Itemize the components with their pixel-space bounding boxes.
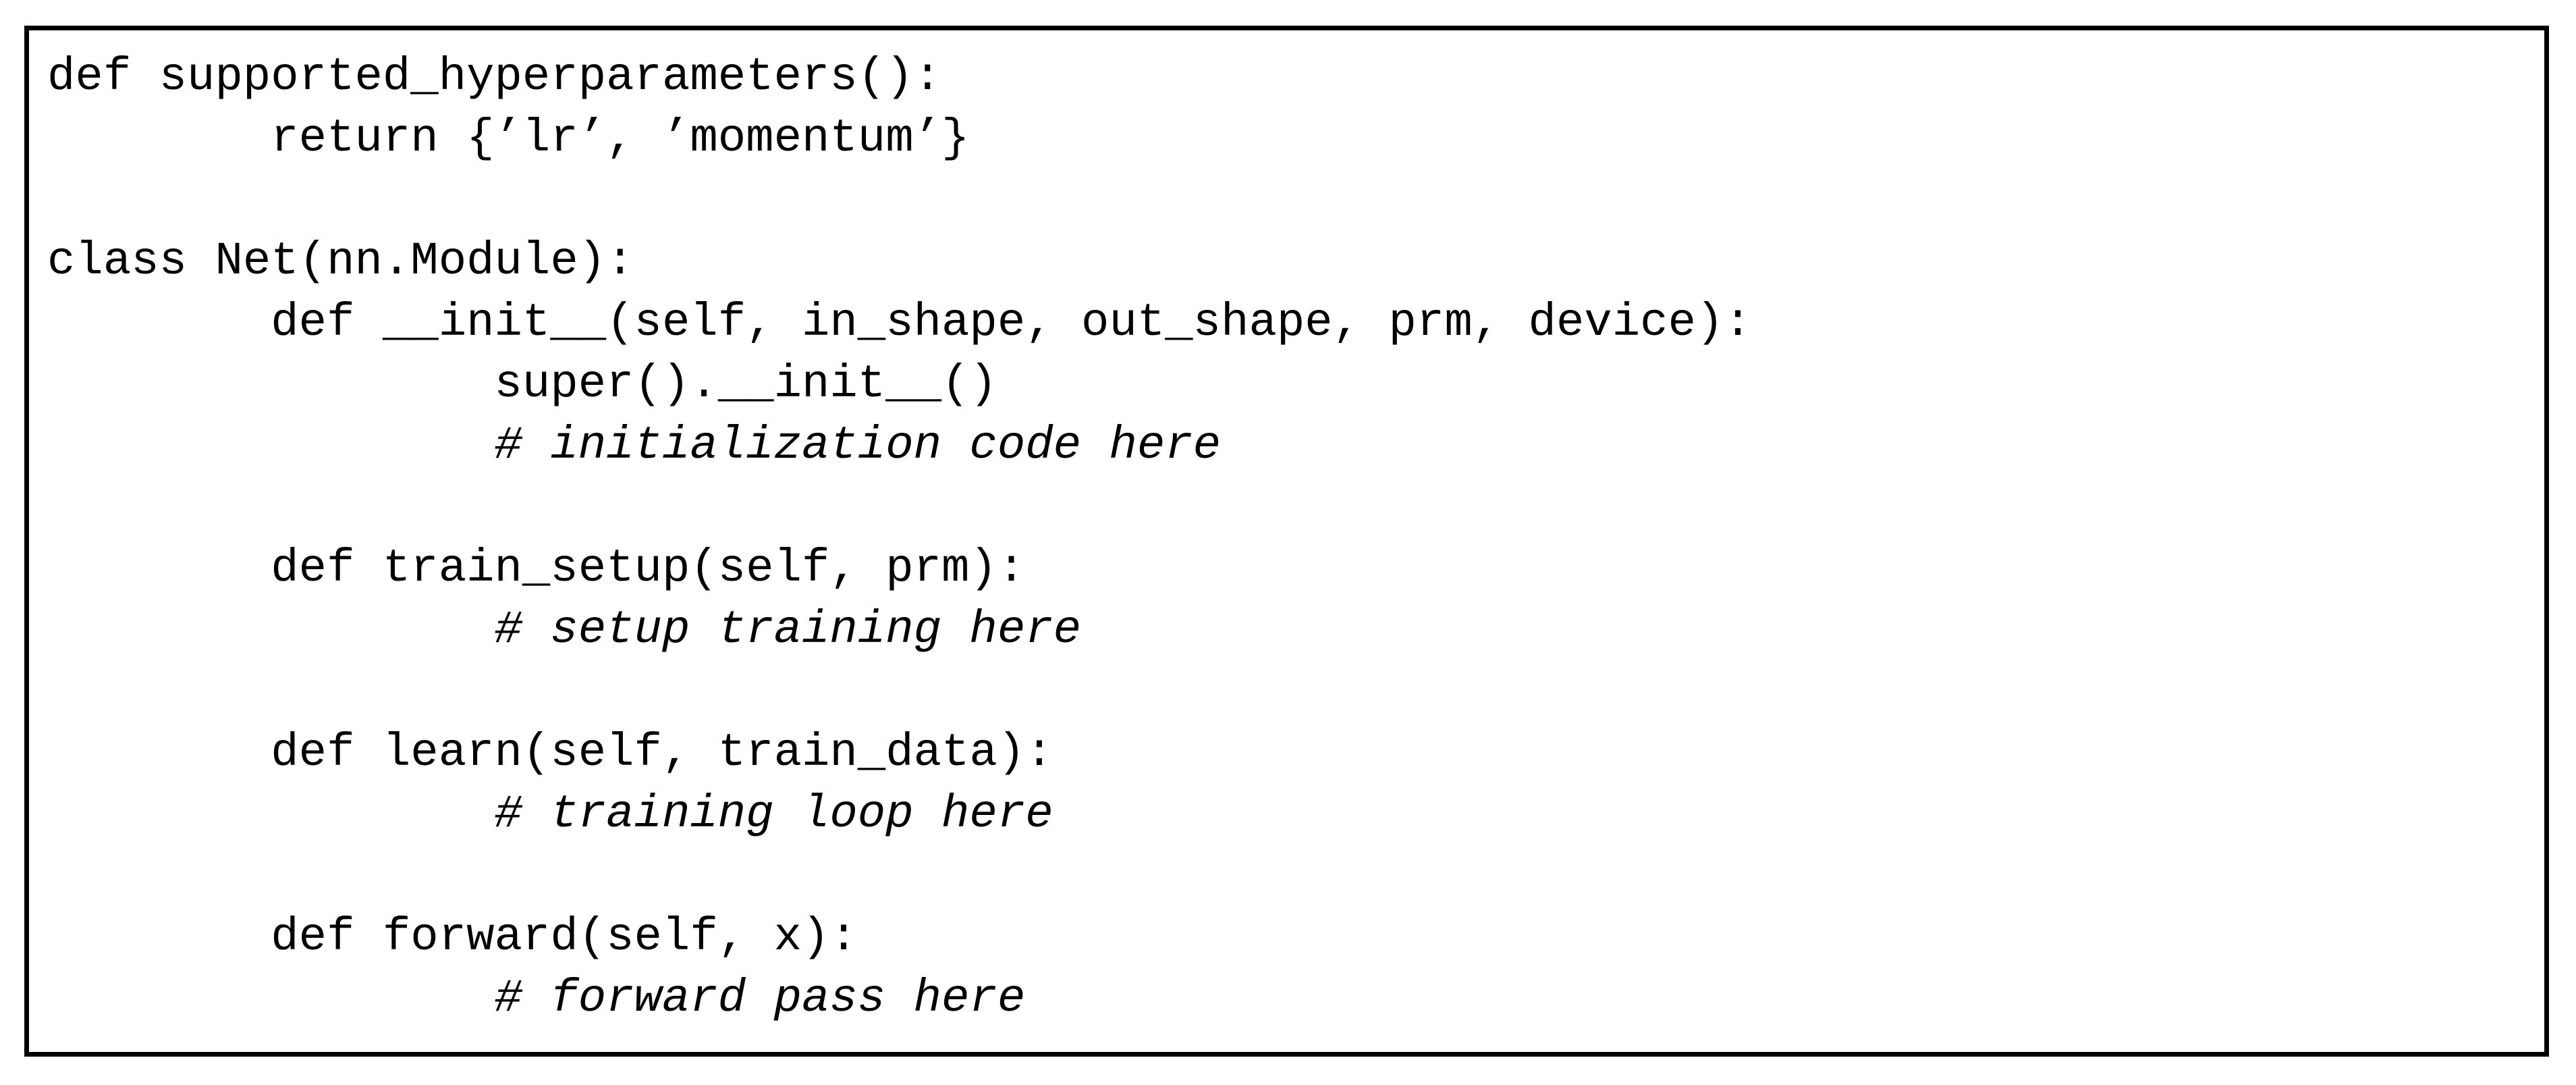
code-line-15: def forward(self, x): (47, 911, 858, 963)
code-line-11 (47, 661, 2544, 722)
code-line-14 (47, 845, 2544, 907)
code-line-1: def supported_hyperparameters(): (47, 51, 942, 103)
code-lines: def supported_hyperparameters(): return … (29, 30, 2544, 1030)
code-line-10: # setup training here (47, 604, 1082, 656)
code-line-8 (47, 477, 2544, 538)
code-line-2: return {’lr’, ’momentum’} (47, 112, 970, 165)
code-line-5: def __init__(self, in_shape, out_shape, … (47, 296, 1752, 349)
code-line-12: def learn(self, train_data): (47, 726, 1053, 779)
code-line-16: # forward pass here (47, 972, 1026, 1025)
code-line-9: def train_setup(self, prm): (47, 542, 1026, 595)
code-line-4: class Net(nn.Module): (47, 235, 634, 288)
code-listing-frame: def supported_hyperparameters(): return … (24, 26, 2549, 1057)
code-line-13: # training loop here (47, 788, 1053, 841)
code-line-6: super().__init__() (47, 358, 997, 411)
code-line-3 (47, 169, 2544, 231)
code-line-7: # initialization code here (47, 419, 1222, 472)
